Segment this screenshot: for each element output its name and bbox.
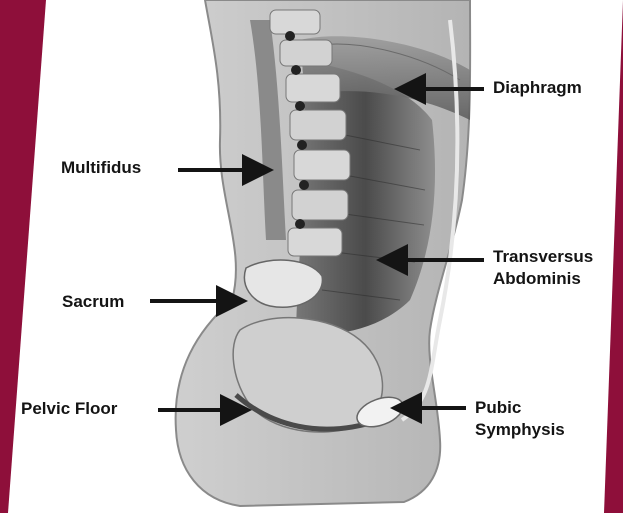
label-sacrum-text: Sacrum	[62, 291, 124, 313]
label-pubic-line-1: Pubic	[475, 397, 565, 419]
label-transversus-line-2: Abdominis	[493, 268, 605, 290]
label-multifidus-text: Multifidus	[61, 157, 141, 179]
sacrum-bone	[244, 260, 322, 307]
label-pelvic-floor: Pelvic Floor	[21, 398, 117, 420]
label-pelvic-floor-text: Pelvic Floor	[21, 398, 117, 420]
label-transversus-abdominis: Transversus Abdominis	[493, 246, 605, 290]
label-multifidus: Multifidus	[61, 157, 141, 179]
label-diaphragm-text: Diaphragm	[493, 77, 582, 99]
label-transversus-line-1: Transversus	[493, 246, 605, 268]
label-pubic-symphysis: Pubic Symphysis	[475, 397, 565, 441]
label-sacrum: Sacrum	[62, 291, 124, 313]
label-pubic-line-2: Symphysis	[475, 419, 565, 441]
label-diaphragm: Diaphragm	[493, 77, 582, 99]
